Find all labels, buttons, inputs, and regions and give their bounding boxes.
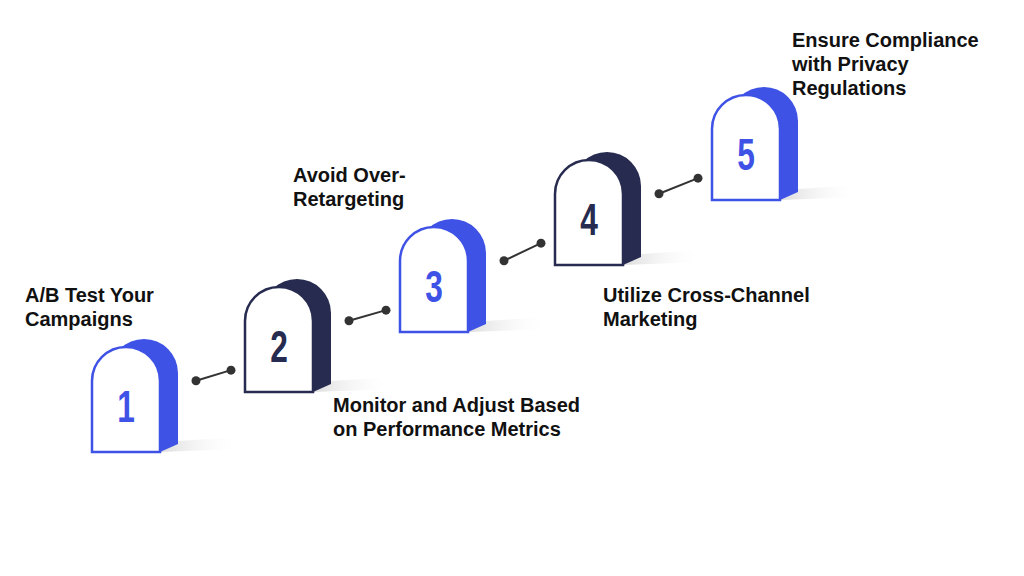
step-label: Monitor and Adjust Based on Performance … xyxy=(333,393,583,441)
step-label: A/B Test Your Campaigns xyxy=(25,283,195,331)
step-connector xyxy=(655,174,703,199)
block-face xyxy=(712,95,780,200)
block-shape xyxy=(553,150,643,265)
connector-dot xyxy=(382,306,391,315)
block-depth xyxy=(623,190,641,265)
block-shape xyxy=(90,337,180,452)
step-connector xyxy=(345,306,391,326)
connector-dot xyxy=(227,366,236,375)
connector-dot xyxy=(500,256,509,265)
connector-line xyxy=(504,243,541,261)
connector-line xyxy=(196,370,231,381)
step-block: 2Monitor and Adjust Based on Performance… xyxy=(243,277,333,392)
block-shape xyxy=(710,85,800,200)
block-face xyxy=(555,160,623,265)
block-shape xyxy=(243,277,333,392)
block-depth xyxy=(160,377,178,452)
block-face xyxy=(400,227,468,332)
connector-dot xyxy=(694,174,703,183)
step-number: 3 xyxy=(410,263,459,311)
connector-line xyxy=(659,178,698,194)
block-shape xyxy=(398,217,488,332)
step-block: 4Utilize Cross-Channel Marketing xyxy=(553,150,643,265)
connector-dot xyxy=(537,239,546,248)
connector-line xyxy=(349,310,386,321)
block-depth xyxy=(780,125,798,200)
step-label: Avoid Over-Retargeting xyxy=(293,163,493,211)
step-label: Utilize Cross-Channel Marketing xyxy=(603,283,865,331)
step-number: 1 xyxy=(102,383,151,431)
step-label: Ensure Compliance with Privacy Regulatio… xyxy=(792,28,1007,100)
connector-dot xyxy=(655,189,664,198)
step-number: 5 xyxy=(722,131,771,179)
step-connector xyxy=(192,366,236,386)
step-number: 4 xyxy=(565,196,614,244)
step-block: 3Avoid Over-Retargeting xyxy=(398,217,488,332)
block-face xyxy=(245,287,313,392)
step-block: 5Ensure Compliance with Privacy Regulati… xyxy=(710,85,800,200)
block-face xyxy=(92,347,160,452)
step-number: 2 xyxy=(255,323,304,371)
step-connector xyxy=(500,239,546,266)
step-block: 1A/B Test Your Campaigns xyxy=(90,337,180,452)
connector-dot xyxy=(345,316,354,325)
connector-dot xyxy=(192,376,201,385)
block-depth xyxy=(468,257,486,332)
block-depth xyxy=(313,317,331,392)
